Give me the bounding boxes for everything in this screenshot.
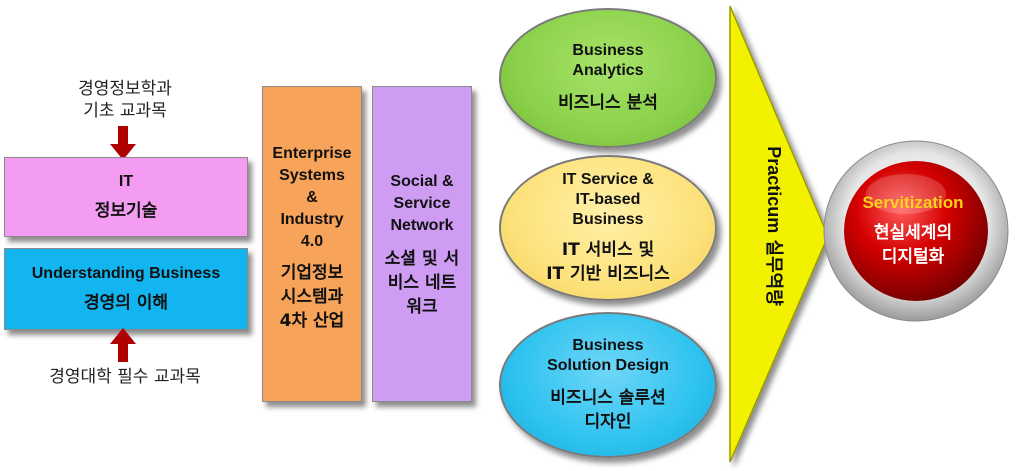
- oval-3-ko-1: 비즈니스 솔루션: [550, 388, 666, 408]
- enterprise-en-5: 4.0: [300, 233, 324, 250]
- practicum-en: Practicum: [764, 146, 784, 234]
- top-note: 경영정보학과 기초 교과목: [40, 78, 210, 122]
- oval-3-en-2: Solution Design: [547, 357, 669, 374]
- enterprise-ko-2: 시스템과: [280, 287, 344, 307]
- it-box: IT 정보기술: [4, 157, 248, 237]
- practicum-label: Practicum 실무역량: [762, 146, 788, 306]
- oval-1-ko-1: 비즈니스 분석: [558, 93, 658, 113]
- servitization-ko-2: 디지털화: [881, 247, 945, 267]
- up-arrow-icon: [110, 328, 136, 362]
- enterprise-box: Enterprise Systems & Industry 4.0 기업정보 시…: [262, 86, 362, 402]
- bottom-note: 경영대학 필수 교과목: [49, 367, 201, 387]
- servitization-en: Servitization: [862, 193, 964, 212]
- servitization-ko-1: 현실세계의: [873, 223, 953, 243]
- oval-3-en-1: Business: [572, 337, 644, 354]
- social-ko-2: 비스 네트: [387, 273, 457, 293]
- oval-2-ko-2: IT 기반 비즈니스: [546, 264, 670, 284]
- oval-2-en-1: IT Service &: [562, 171, 654, 188]
- servitization-circle: [823, 140, 1009, 322]
- oval-2-ko-1: IT 서비스 및: [561, 240, 655, 260]
- social-ko-1: 소셜 및 서: [384, 249, 460, 269]
- practicum-ko: 실무역량: [763, 239, 784, 306]
- business-box-en: Understanding Business: [31, 265, 221, 282]
- oval-2-en-3: Business: [572, 211, 644, 228]
- enterprise-ko-1: 기업정보: [280, 263, 344, 283]
- it-box-en: IT: [118, 173, 134, 190]
- oval-2-en-2: IT-based: [575, 191, 641, 208]
- practicum-triangle: [729, 5, 829, 463]
- enterprise-en-2: Systems: [279, 167, 345, 184]
- social-ko-3: 워크: [406, 297, 438, 317]
- business-box-ko: 경영의 이해: [83, 293, 169, 313]
- oval-1-en-2: Analytics: [572, 62, 644, 79]
- enterprise-en-1: Enterprise: [272, 145, 352, 162]
- it-box-ko: 정보기술: [94, 201, 158, 221]
- oval-it-service: IT Service & IT-based Business IT 서비스 및 …: [499, 155, 717, 301]
- social-en-3: Network: [390, 217, 454, 234]
- business-box: Understanding Business 경영의 이해: [4, 248, 248, 330]
- oval-3-ko-2: 디자인: [584, 412, 632, 432]
- social-en-1: Social &: [390, 173, 454, 190]
- social-box: Social & Service Network 소셜 및 서 비스 네트 워크: [372, 86, 472, 402]
- oval-business-analytics: Business Analytics 비즈니스 분석: [499, 8, 717, 148]
- top-note-line-2: 기초 교과목: [83, 101, 167, 121]
- enterprise-en-4: Industry: [280, 211, 344, 228]
- oval-business-solution-design: Business Solution Design 비즈니스 솔루션 디자인: [499, 312, 717, 458]
- enterprise-en-3: &: [306, 189, 318, 206]
- oval-1-en-1: Business: [572, 42, 644, 59]
- social-en-2: Service: [393, 195, 451, 212]
- down-arrow-icon: [110, 126, 136, 160]
- enterprise-ko-3: 4차 산업: [279, 311, 345, 331]
- top-note-line-1: 경영정보학과: [78, 79, 172, 99]
- servitization-text: Servitization 현실세계의 디지털화: [838, 160, 988, 300]
